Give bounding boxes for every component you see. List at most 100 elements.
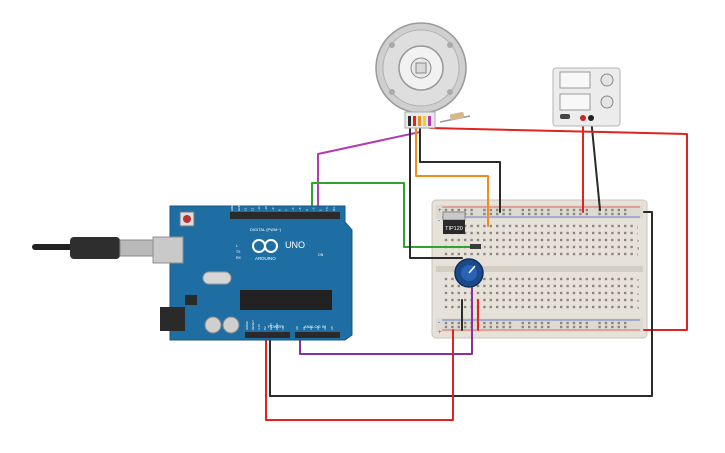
breadboard-hole[interactable]: [508, 238, 512, 242]
breadboard-hole[interactable]: [496, 238, 499, 242]
power-switch[interactable]: [560, 114, 570, 119]
breadboard-hole[interactable]: [572, 277, 576, 281]
breadboard-hole[interactable]: [630, 245, 633, 249]
breadboard-hole[interactable]: [489, 252, 492, 256]
breadboard-hole[interactable]: [566, 305, 569, 309]
breadboard-hole[interactable]: [496, 208, 499, 212]
breadboard-hole[interactable]: [624, 238, 627, 242]
breadboard-hole[interactable]: [585, 321, 588, 325]
breadboard-hole[interactable]: [508, 231, 512, 235]
magenta-wire-motor-signal[interactable]: [317, 131, 421, 221]
breadboard-hole[interactable]: [508, 224, 512, 228]
breadboard-hole[interactable]: [508, 245, 512, 249]
breadboard-hole[interactable]: [508, 277, 512, 281]
breadboard-hole[interactable]: [534, 277, 537, 281]
breadboard-hole[interactable]: [502, 305, 505, 309]
breadboard-hole[interactable]: [617, 208, 620, 212]
breadboard-hole[interactable]: [611, 238, 614, 242]
breadboard-hole[interactable]: [457, 325, 460, 329]
breadboard-hole[interactable]: [604, 277, 608, 281]
breadboard-hole[interactable]: [521, 291, 524, 295]
breadboard-hole[interactable]: [464, 321, 467, 325]
breadboard-hole[interactable]: [464, 252, 467, 256]
voltage-knob[interactable]: [600, 73, 614, 87]
breadboard-hole[interactable]: [489, 291, 492, 295]
breadboard-hole[interactable]: [444, 252, 448, 256]
breadboard-hole[interactable]: [624, 277, 627, 281]
breadboard-hole[interactable]: [521, 208, 524, 212]
breadboard-hole[interactable]: [611, 245, 614, 249]
breadboard-hole[interactable]: [572, 245, 576, 249]
breadboard-hole[interactable]: [553, 252, 556, 256]
breadboard-hole[interactable]: [624, 212, 627, 216]
breadboard-hole[interactable]: [624, 208, 627, 212]
breadboard-hole[interactable]: [592, 305, 595, 309]
breadboard-hole[interactable]: [560, 252, 563, 256]
breadboard-hole[interactable]: [592, 238, 595, 242]
breadboard-hole[interactable]: [489, 231, 492, 235]
breadboard-hole[interactable]: [496, 252, 499, 256]
breadboard-hole[interactable]: [617, 325, 620, 329]
purple-wire-analog[interactable]: [299, 277, 473, 355]
breadboard-hole[interactable]: [444, 321, 448, 325]
breadboard-hole[interactable]: [617, 284, 620, 288]
breadboard-hole[interactable]: [592, 277, 595, 281]
breadboard-hole[interactable]: [630, 252, 633, 256]
breadboard-hole[interactable]: [604, 321, 608, 325]
black-wire-supply-to-rail[interactable]: [590, 117, 601, 211]
orange-wire-motor[interactable]: [415, 127, 489, 227]
breadboard-hole[interactable]: [502, 284, 505, 288]
breadboard-hole[interactable]: [540, 238, 544, 242]
breadboard-hole[interactable]: [585, 208, 588, 212]
breadboard-hole[interactable]: [566, 238, 569, 242]
breadboard-hole[interactable]: [572, 208, 576, 212]
breadboard-hole[interactable]: [540, 212, 544, 216]
breadboard-hole[interactable]: [604, 224, 608, 228]
breadboard-hole[interactable]: [508, 291, 512, 295]
breadboard-hole[interactable]: [624, 224, 627, 228]
breadboard-hole[interactable]: [521, 325, 524, 329]
breadboard-hole[interactable]: [579, 321, 582, 325]
breadboard-hole[interactable]: [521, 212, 524, 216]
breadboard-hole[interactable]: [560, 321, 563, 325]
breadboard-hole[interactable]: [630, 305, 633, 309]
breadboard-hole[interactable]: [457, 208, 460, 212]
breadboard-hole[interactable]: [502, 321, 505, 325]
breadboard-hole[interactable]: [528, 208, 531, 212]
breadboard-hole[interactable]: [553, 277, 556, 281]
breadboard-hole[interactable]: [630, 231, 633, 235]
breadboard-hole[interactable]: [496, 325, 499, 329]
breadboard-hole[interactable]: [585, 277, 588, 281]
breadboard-hole[interactable]: [496, 284, 499, 288]
breadboard-hole[interactable]: [457, 238, 460, 242]
breadboard-hole[interactable]: [483, 321, 486, 325]
breadboard-hole[interactable]: [534, 252, 537, 256]
breadboard-hole[interactable]: [617, 231, 620, 235]
breadboard-hole[interactable]: [521, 224, 524, 228]
breadboard-hole[interactable]: [508, 252, 512, 256]
breadboard-hole[interactable]: [515, 252, 518, 256]
breadboard-hole[interactable]: [470, 208, 473, 212]
breadboard-hole[interactable]: [630, 298, 633, 302]
positive-terminal[interactable]: [580, 115, 586, 121]
breadboard-hole[interactable]: [489, 321, 492, 325]
breadboard-hole[interactable]: [496, 305, 499, 309]
breadboard-hole[interactable]: [451, 277, 454, 281]
breadboard-hole[interactable]: [476, 284, 480, 288]
breadboard-hole[interactable]: [547, 321, 550, 325]
breadboard-hole[interactable]: [521, 231, 524, 235]
breadboard-hole[interactable]: [483, 277, 486, 281]
breadboard-hole[interactable]: [515, 231, 518, 235]
breadboard-hole[interactable]: [579, 305, 582, 309]
breadboard-hole[interactable]: [534, 298, 537, 302]
breadboard-hole[interactable]: [566, 212, 569, 216]
current-knob[interactable]: [600, 95, 614, 109]
breadboard-hole[interactable]: [579, 252, 582, 256]
breadboard-hole[interactable]: [585, 231, 588, 235]
breadboard-hole[interactable]: [528, 231, 531, 235]
breadboard-hole[interactable]: [444, 277, 448, 281]
breadboard-hole[interactable]: [483, 298, 486, 302]
breadboard-hole[interactable]: [496, 291, 499, 295]
breadboard-hole[interactable]: [534, 231, 537, 235]
breadboard-hole[interactable]: [502, 291, 505, 295]
